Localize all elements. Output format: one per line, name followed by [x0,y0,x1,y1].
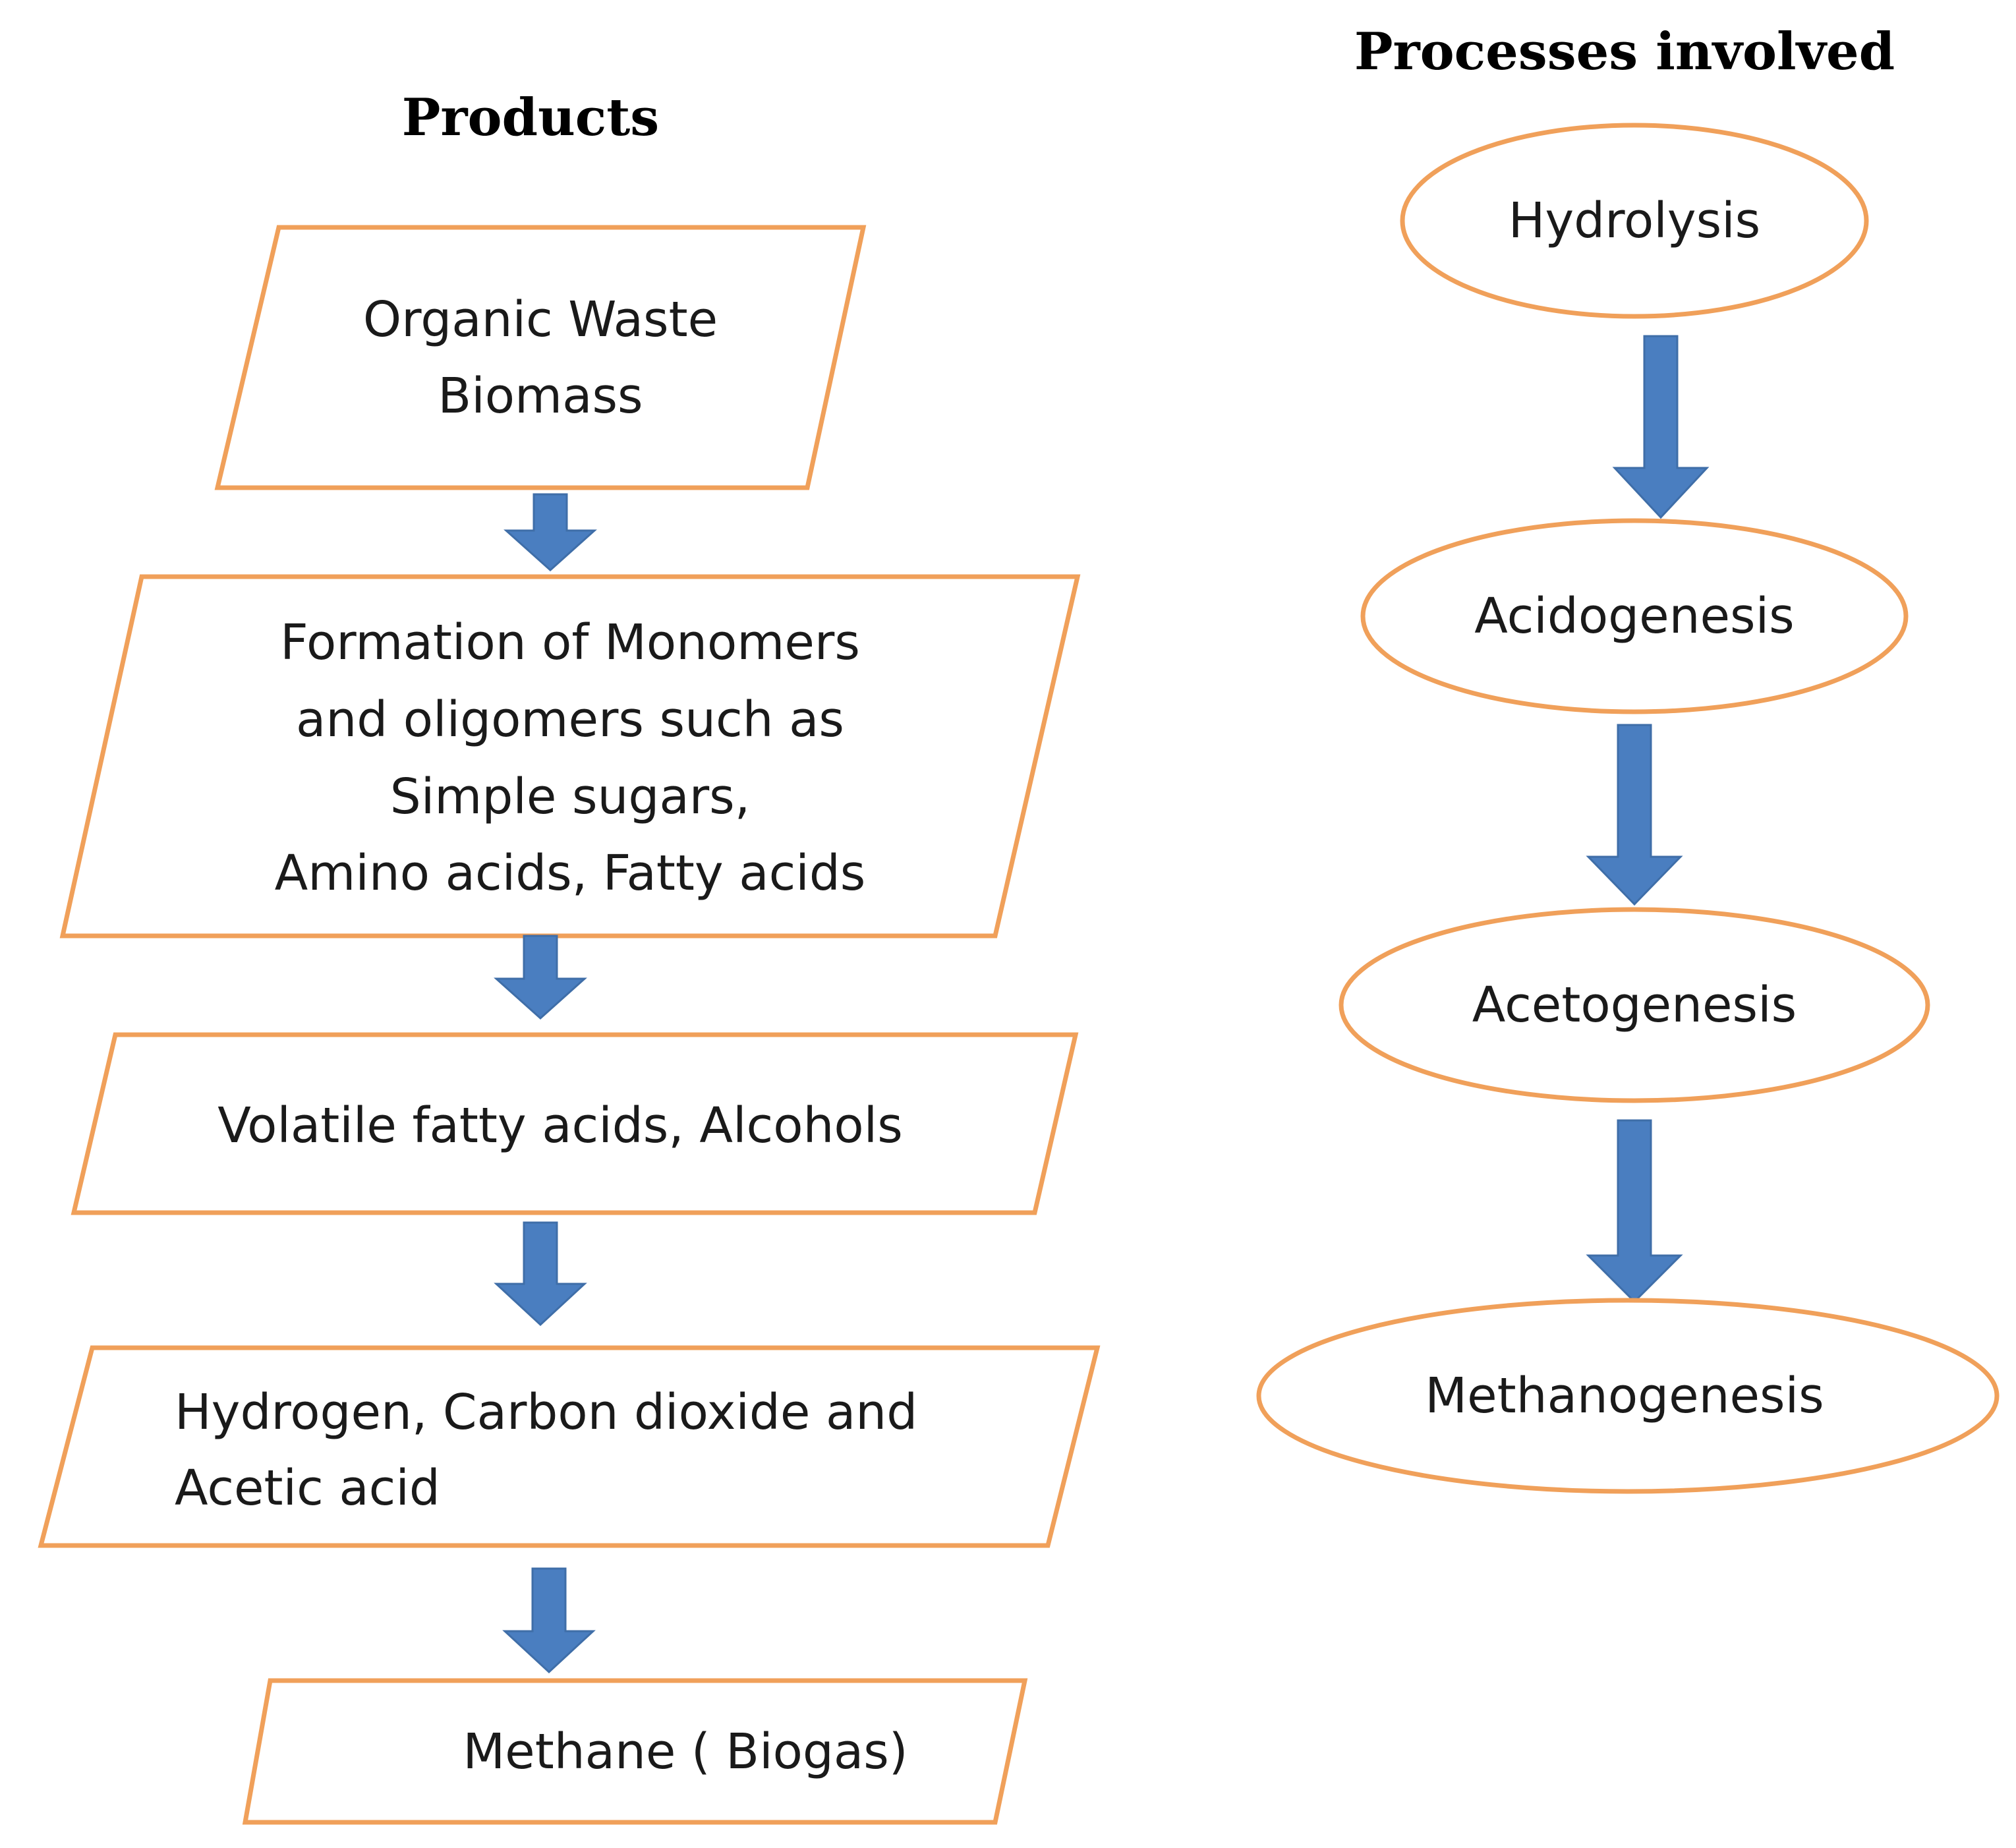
process-methanogenesis: Methanogenesis [1256,1298,2000,1494]
process-acetogenesis: Acetogenesis [1339,907,1930,1103]
down-arrow-icon [1612,335,1710,519]
product-box-monomers: Formation of Monomers and oligomers such… [59,574,1081,938]
down-arrow-icon [504,493,597,572]
down-arrow-icon [494,1221,587,1327]
process-hydrolysis: Hydrolysis [1400,123,1869,319]
product-box-hydrogen: Hydrogen, Carbon dioxide and Acetic acid [38,1345,1101,1548]
down-arrow-icon [494,935,587,1020]
product-box-line: Organic Waste [363,291,718,348]
product-box-line: Simple sugars, [390,768,750,825]
product-box-line: and oligomers such as [296,691,844,748]
down-arrow-icon [1586,1119,1683,1304]
process-label: Acetogenesis [1472,977,1797,1033]
process-label: Methanogenesis [1425,1368,1824,1424]
process-label: Hydrolysis [1509,192,1761,249]
product-box-methane: Methane ( Biogas) [242,1678,1028,1825]
product-box-line: Volatile fatty acids, Alcohols [217,1097,903,1154]
down-arrow-icon [502,1567,596,1674]
process-acidogenesis: Acidogenesis [1360,518,1909,714]
product-box-line: Acetic acid [175,1460,440,1516]
product-box-line: Methane ( Biogas) [463,1723,907,1780]
product-box-line: Amino acids, Fatty acids [275,845,866,902]
products-heading: Products [402,88,659,148]
product-box-line: Formation of Monomers [280,614,860,671]
product-box-volatile-fatty-acids: Volatile fatty acids, Alcohols [71,1032,1079,1215]
product-box-line: Hydrogen, Carbon dioxide and [175,1384,917,1441]
process-label: Acidogenesis [1474,588,1794,645]
processes-heading: Processes involved [1354,22,1895,82]
down-arrow-icon [1586,724,1683,906]
product-box-organic-waste: Organic Waste Biomass [214,225,867,490]
product-box-line: Biomass [438,368,643,424]
